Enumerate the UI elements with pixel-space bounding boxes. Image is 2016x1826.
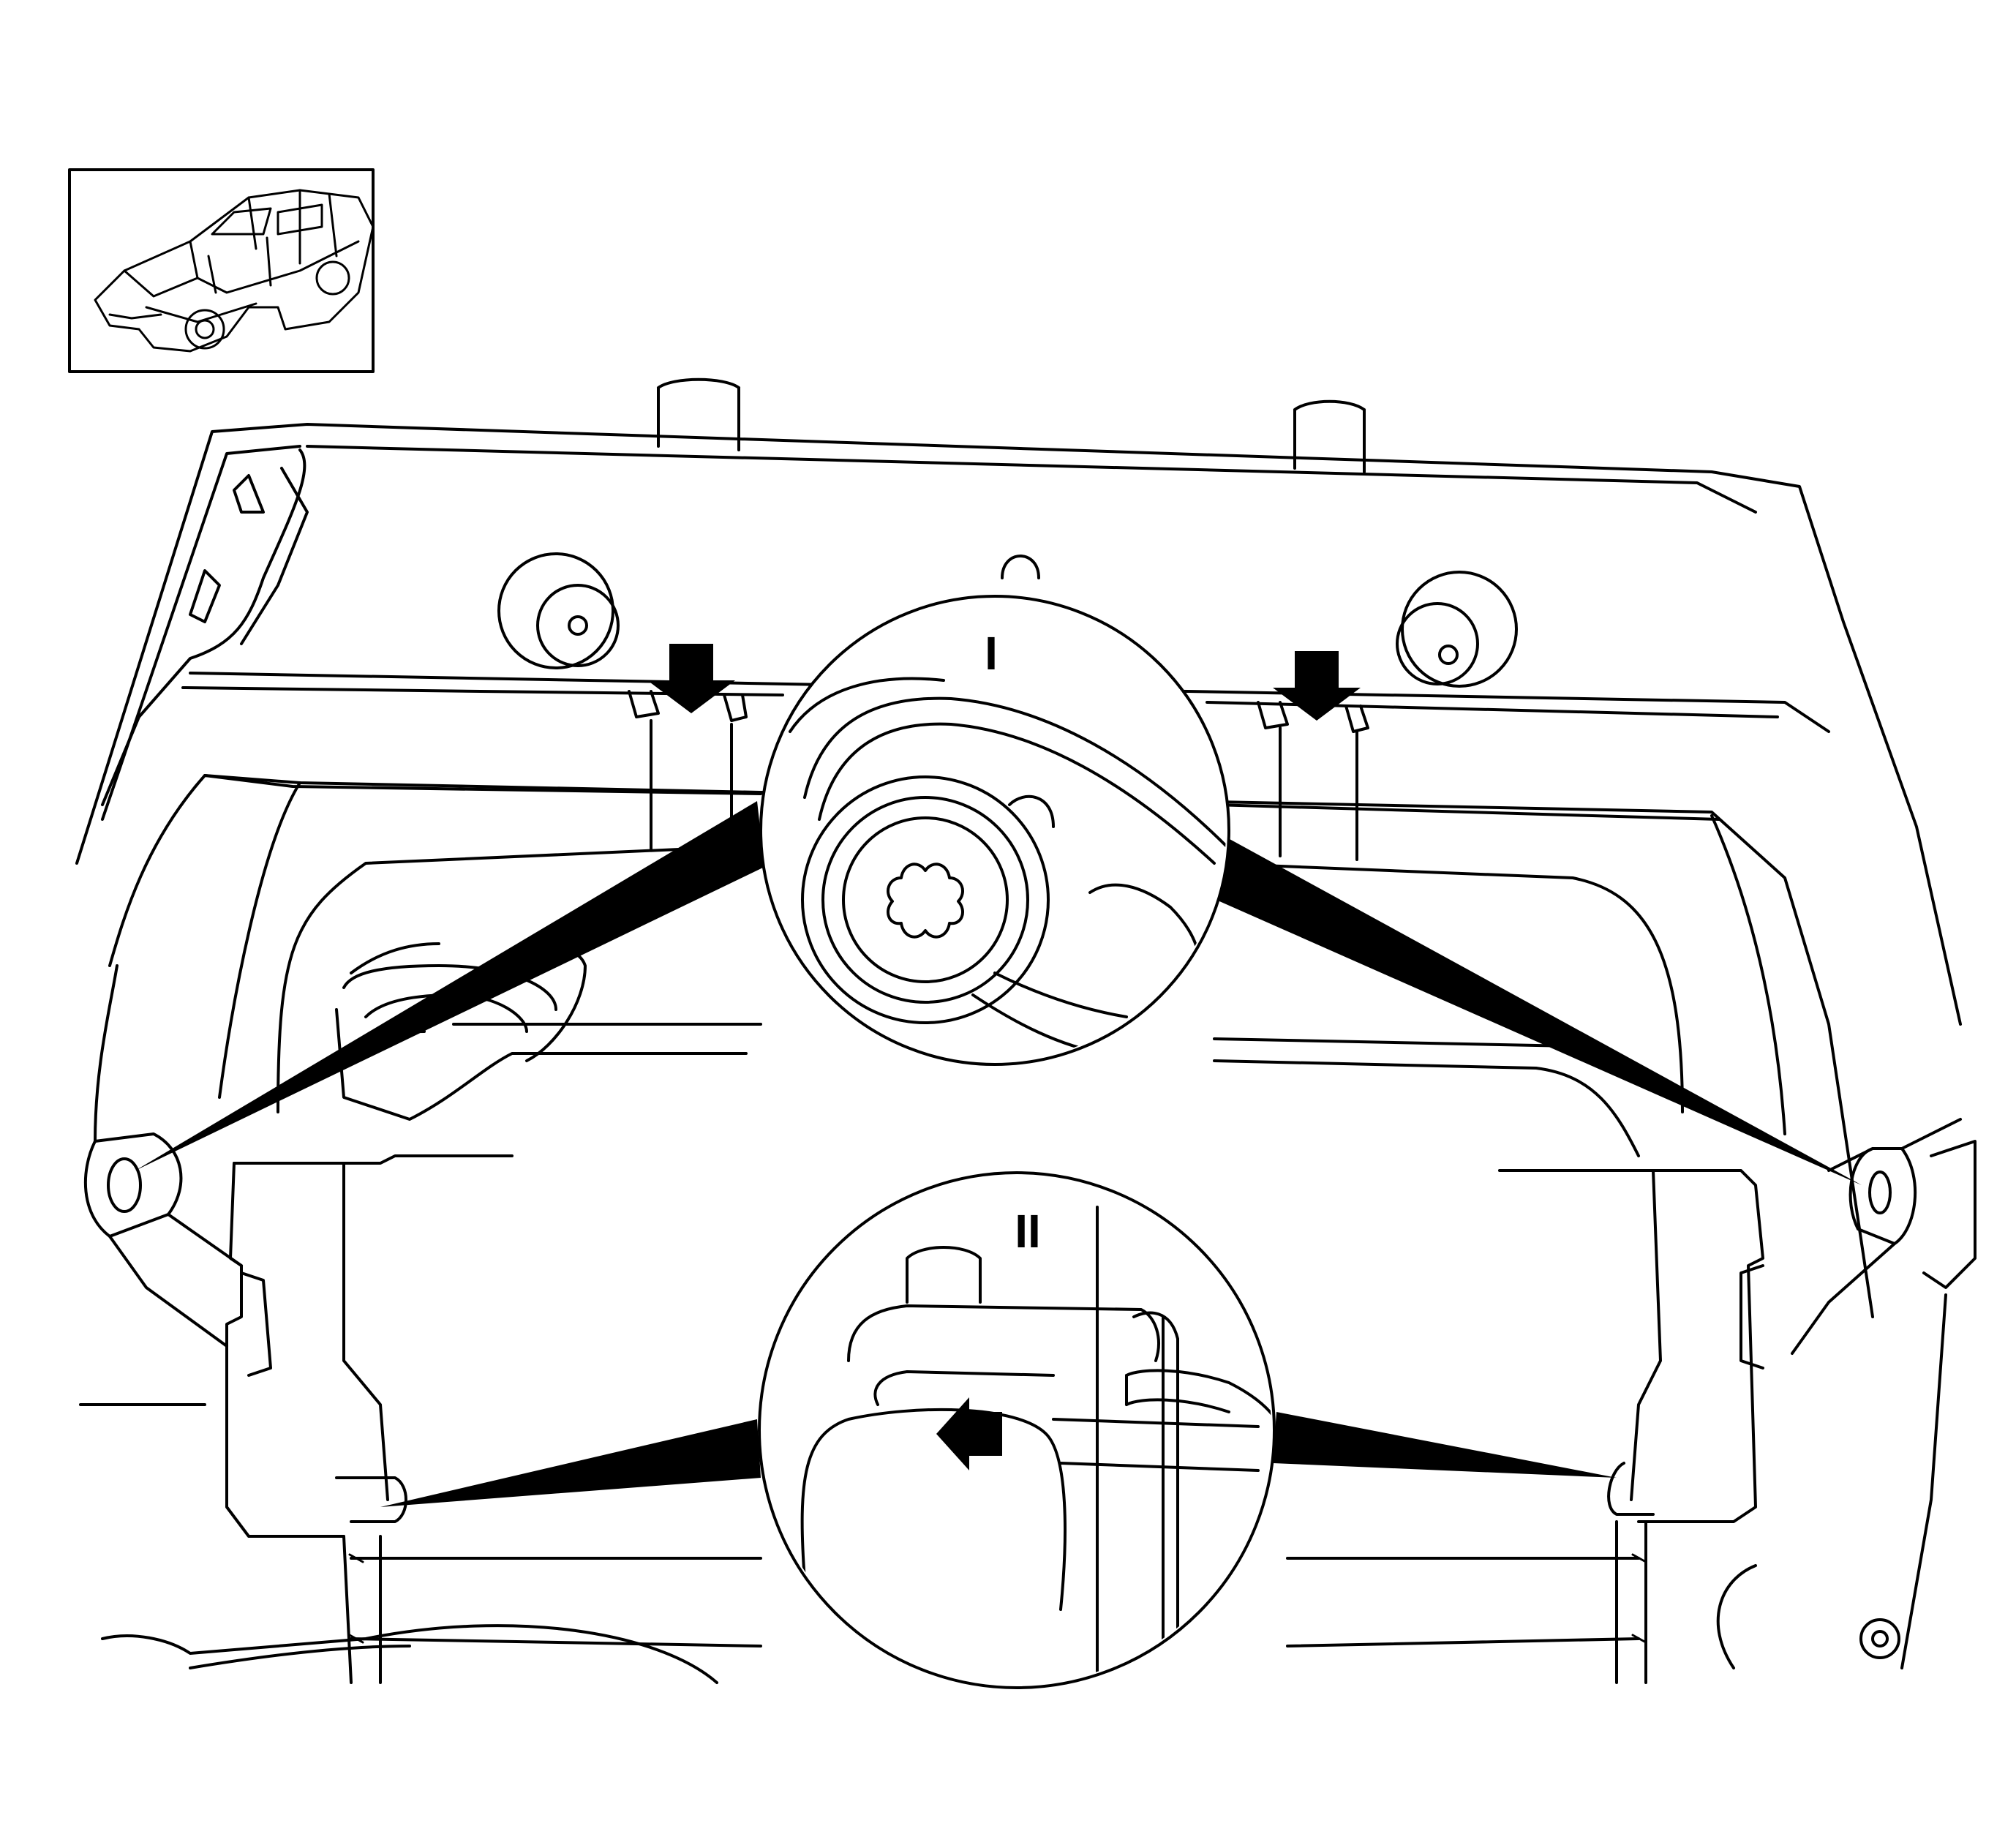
left-arrow-icon <box>936 1397 1002 1470</box>
detail-2-pointer <box>380 1412 1617 1507</box>
hose-clips <box>335 1462 1655 1644</box>
vehicle-locator-icon <box>68 168 375 373</box>
down-arrow-icon <box>647 644 735 713</box>
detail-2-callout: II <box>758 1171 1276 1689</box>
detail-1-pointer <box>135 801 1862 1185</box>
torx-bolt-icon <box>887 863 964 939</box>
detail-2-label: II <box>1015 1205 1041 1258</box>
rear-floor-pan <box>75 377 1976 1684</box>
detail-1-label: I <box>985 627 998 680</box>
detail-1-callout: I <box>759 595 1230 1066</box>
down-arrow-icon <box>1273 651 1361 721</box>
